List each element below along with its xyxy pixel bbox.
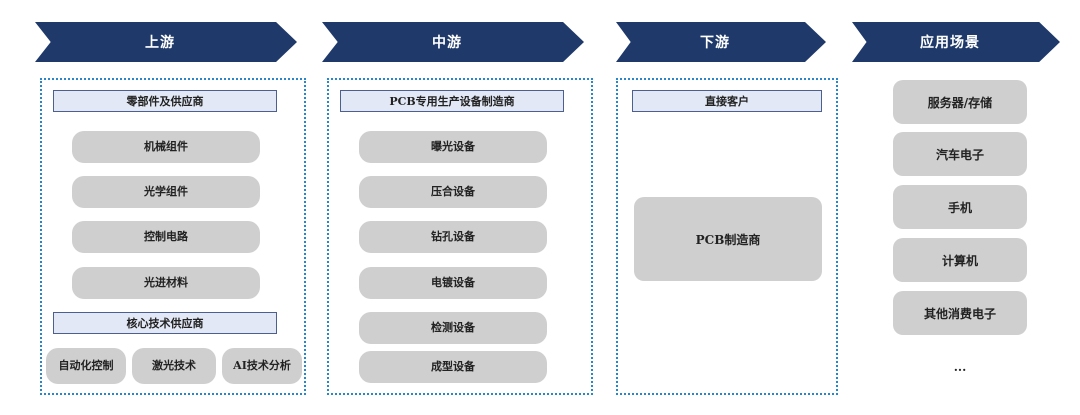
application-more-ellipsis: ... <box>953 360 967 374</box>
application-consumer-electronics: 其他消费电子 <box>893 291 1027 335</box>
application-mobile: 手机 <box>893 185 1027 229</box>
stage-midstream-label: 中游 <box>432 35 462 51</box>
downstream-panel <box>616 78 838 395</box>
stage-applications-label: 应用场景 <box>920 35 980 51</box>
upstream-item-optical: 光学组件 <box>72 176 260 208</box>
upstream-item-materials: 光进材料 <box>72 267 260 299</box>
midstream-item-plating: 电镀设备 <box>359 267 547 299</box>
downstream-header: 直接客户 <box>632 90 822 112</box>
stage-upstream-arrow: 上游 <box>35 22 297 62</box>
midstream-item-inspection: 检测设备 <box>359 312 547 344</box>
midstream-item-lamination: 压合设备 <box>359 176 547 208</box>
application-automotive: 汽车电子 <box>893 132 1027 176</box>
application-server-storage: 服务器/存储 <box>893 80 1027 124</box>
application-computer: 计算机 <box>893 238 1027 282</box>
stage-applications-arrow: 应用场景 <box>852 22 1060 62</box>
core-tech-ai-analysis: AI技术分析 <box>222 348 302 384</box>
upstream-core-tech-header: 核心技术供应商 <box>53 312 277 334</box>
downstream-pcb-manufacturer: PCB制造商 <box>634 197 822 281</box>
upstream-parts-header: 零部件及供应商 <box>53 90 277 112</box>
midstream-header: PCB专用生产设备制造商 <box>340 90 564 112</box>
midstream-item-drilling: 钻孔设备 <box>359 221 547 253</box>
core-tech-laser: 激光技术 <box>132 348 216 384</box>
upstream-item-mechanical: 机械组件 <box>72 131 260 163</box>
stage-midstream-arrow: 中游 <box>322 22 584 62</box>
midstream-panel <box>327 78 593 395</box>
upstream-panel <box>40 78 306 395</box>
stage-downstream-label: 下游 <box>700 35 730 51</box>
midstream-item-exposure: 曝光设备 <box>359 131 547 163</box>
stage-downstream-arrow: 下游 <box>616 22 826 62</box>
upstream-item-control-circuit: 控制电路 <box>72 221 260 253</box>
stage-upstream-label: 上游 <box>145 35 175 51</box>
core-tech-automation: 自动化控制 <box>46 348 126 384</box>
midstream-item-forming: 成型设备 <box>359 351 547 383</box>
